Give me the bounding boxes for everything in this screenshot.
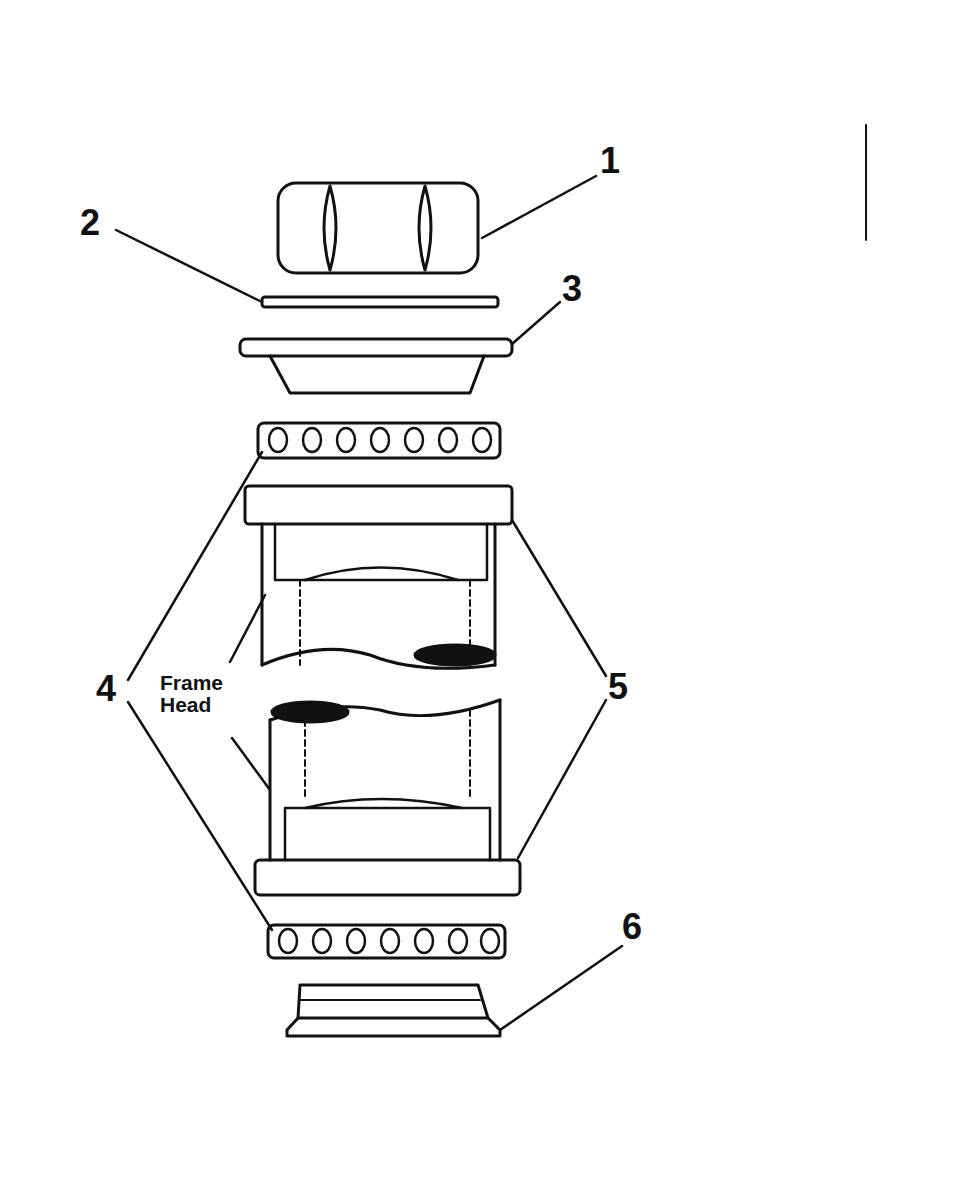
callout-number: 6 (622, 908, 642, 946)
callout-number: 2 (80, 204, 100, 242)
callout-number: 3 (562, 270, 582, 308)
callout-number: 4 (96, 670, 116, 708)
part-label: Frame Head (160, 672, 236, 716)
callout-number: 1 (600, 142, 620, 180)
callout-number: 5 (608, 668, 628, 706)
